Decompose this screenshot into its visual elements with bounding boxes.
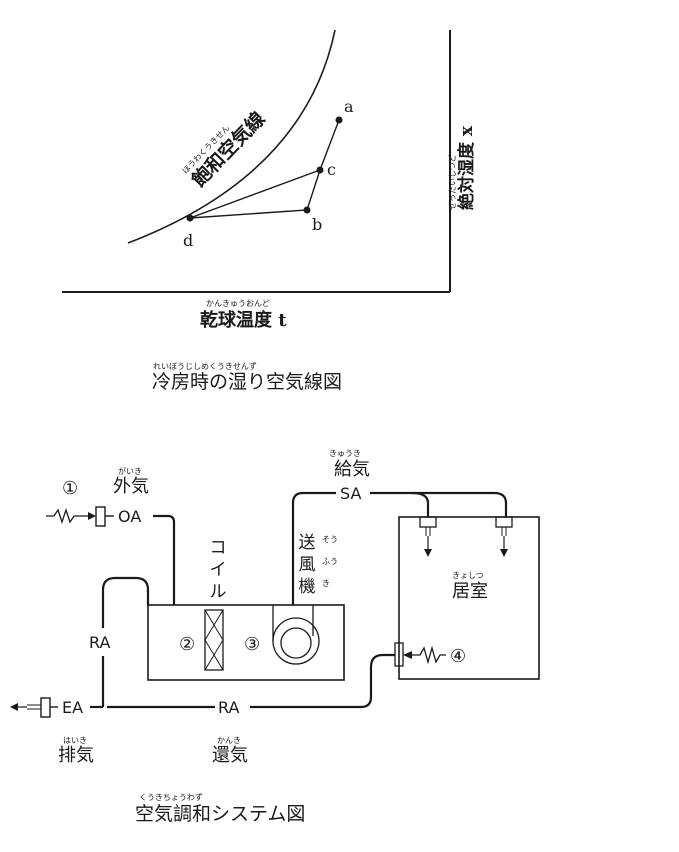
oa-duct (153, 514, 176, 605)
coil-label-1: コ (210, 538, 227, 558)
ac-system-diagram: がいき 外気 ① OA コ イ ル ② ③ (10, 449, 540, 825)
fan-ruby-2: ふう (322, 557, 338, 566)
coil-label-3: ル (210, 582, 227, 602)
ea-label: EA (62, 698, 83, 717)
exhaust-ruby: はいき (63, 736, 87, 745)
diffuser-left (419, 516, 437, 557)
room-ruby: きょしつ (452, 571, 484, 580)
outside-air-label: 外気 (113, 476, 149, 497)
ra-left-label: RA (89, 633, 110, 652)
supply-ruby: きゅうき (329, 449, 361, 458)
fan-label-2: 風 (299, 555, 316, 575)
point-d-label: d (183, 231, 193, 250)
fan-symbol (272, 605, 320, 665)
saturation-label-group: ほうわくうきせん 飽和空気線 (181, 107, 270, 192)
ea-damper-symbol (10, 697, 58, 718)
diffuser-right (495, 516, 513, 557)
sa-label: SA (340, 484, 361, 503)
outside-air-ruby: がいき (118, 466, 142, 476)
point-c-label: c (327, 160, 336, 179)
fan-ruby-3: き (322, 579, 330, 588)
oa-damper-symbol (46, 506, 114, 527)
sa-duct-left (291, 491, 336, 605)
coil-label-2: イ (210, 560, 227, 580)
system-caption-ruby: くうきちょうわず (139, 792, 203, 802)
psychro-caption: 冷房時の湿り空気線図 (152, 371, 342, 393)
point-c (316, 166, 324, 174)
x-axis-label-ruby: かんきゅうおんど (206, 299, 270, 308)
fan-label-1: 送 (299, 533, 316, 553)
ra-duct-right (250, 653, 395, 709)
ra-duct-left-top (101, 576, 150, 628)
saturation-curve (127, 29, 336, 244)
oa-label: OA (118, 507, 141, 526)
system-caption: 空気調和システム図 (135, 803, 305, 825)
fan-label-group: 送 風 機 そう ふう き (299, 533, 339, 597)
sa-duct-branch (411, 491, 430, 517)
psychrometric-chart: ほうわくうきせん 飽和空気線 a c b d ぜったいしつど 絶対湿度 x かん… (62, 29, 477, 393)
fan-label-3: 機 (299, 577, 316, 597)
marker-3: ③ (244, 634, 260, 655)
point-a-label: a (344, 97, 354, 116)
y-axis-label-group: ぜったいしつど 絶対湿度 x (448, 125, 477, 210)
ra-bottom-label: RA (218, 698, 239, 717)
x-axis-label: 乾球温度 t (200, 309, 287, 331)
psychro-caption-ruby: れいぼうじしめくうきせんず (153, 361, 257, 371)
marker-4: ④ (450, 646, 466, 667)
fan-ruby-1: そう (322, 535, 338, 544)
point-b-label: b (312, 215, 322, 234)
sa-duct-right (370, 491, 508, 517)
return-ruby: かんき (217, 736, 241, 745)
marker-2: ② (179, 634, 195, 655)
point-b (303, 206, 311, 214)
coil-symbol (204, 609, 224, 671)
y-axis-label: 絶対湿度 x (456, 125, 477, 210)
point-d (186, 214, 194, 222)
point-a (335, 116, 343, 124)
room-label: 居室 (452, 581, 488, 602)
supply-label: 給気 (334, 459, 370, 480)
room-box (398, 516, 540, 680)
return-label: 還気 (212, 745, 248, 766)
air-handling-unit (147, 604, 345, 681)
y-axis-label-ruby: ぜったいしつど (448, 154, 457, 210)
return-grille-symbol (394, 642, 446, 667)
marker-1: ① (62, 478, 78, 499)
exhaust-label: 排気 (58, 745, 94, 766)
